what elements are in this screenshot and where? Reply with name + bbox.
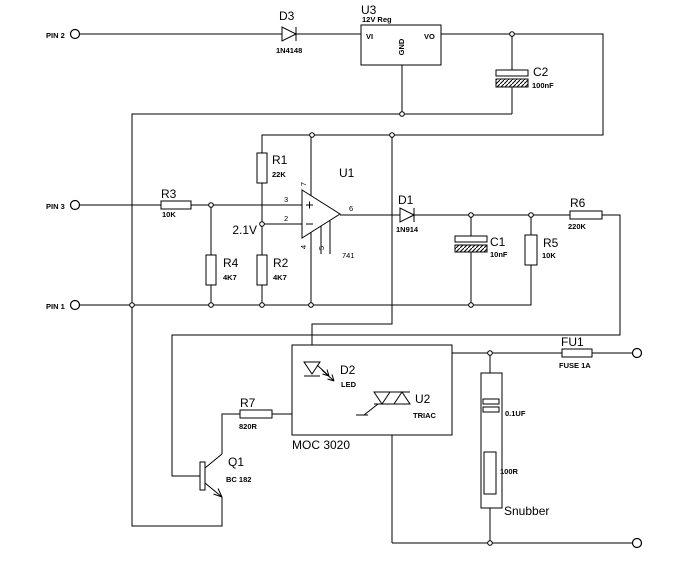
resistor-r5-symbol xyxy=(524,234,538,266)
r3-value: 10K xyxy=(162,210,176,219)
triac-u2-symbol xyxy=(356,391,411,416)
transistor-q1-symbol xyxy=(199,453,223,526)
u1-pin3: 3 xyxy=(284,195,288,204)
r5-value: 10K xyxy=(542,251,556,260)
r2-value: 4K7 xyxy=(273,273,287,282)
r4-ref: R4 xyxy=(223,256,239,270)
pin2-terminal xyxy=(69,28,81,40)
u1-pin5: 5 xyxy=(317,246,326,250)
u1-pin4: 4 xyxy=(299,245,308,249)
u1-pin7: 7 xyxy=(299,182,308,186)
c2-value: 100nF xyxy=(532,81,554,90)
snubber-res-value: 100R xyxy=(500,467,519,476)
net-ground xyxy=(79,65,532,527)
snubber-label: Snubber xyxy=(504,504,549,518)
opamp-u1-symbol xyxy=(301,189,341,254)
moc-box-label: MOC 3020 xyxy=(292,438,350,452)
pin3-terminal xyxy=(69,199,81,211)
r1-value: 22K xyxy=(272,170,286,179)
u3-pin-vo: VO xyxy=(424,32,435,41)
fuse-output-terminal xyxy=(631,347,643,359)
resistor-r2-symbol xyxy=(256,254,268,286)
r6-value: 220K xyxy=(568,222,587,231)
regulator-u3-symbol xyxy=(360,24,442,66)
r3-ref: R3 xyxy=(161,187,177,201)
resistor-r7-symbol xyxy=(239,409,273,419)
net-12v-rail xyxy=(261,33,604,255)
snubber-cap-value: 0.1UF xyxy=(505,409,526,418)
diode-d3-symbol xyxy=(281,26,298,42)
q1-ref: Q1 xyxy=(228,455,244,469)
pin1-terminal xyxy=(69,299,81,311)
d3-value: 1N4148 xyxy=(276,46,302,55)
snubber-network-symbol xyxy=(480,372,503,509)
bottom-output-terminal xyxy=(631,537,643,549)
c1-ref: C1 xyxy=(490,235,506,249)
d3-ref: D3 xyxy=(279,9,295,23)
u1-pin2: 2 xyxy=(284,214,288,223)
r5-ref: R5 xyxy=(543,236,559,250)
r6-ref: R6 xyxy=(570,196,586,210)
resistor-r6-symbol xyxy=(569,210,603,220)
r1-ref: R1 xyxy=(272,153,288,167)
c1-value: 10nF xyxy=(490,250,508,259)
fu1-ref: FU1 xyxy=(561,335,584,349)
fuse-fu1-symbol xyxy=(561,348,593,358)
capacitor-c2-symbol xyxy=(495,34,529,114)
d1-ref: D1 xyxy=(398,193,414,207)
u3-ref: U3 xyxy=(361,3,377,17)
resistor-r4-symbol xyxy=(205,254,217,286)
pin2-label: PIN 2 xyxy=(46,31,65,40)
pin3-label: PIN 3 xyxy=(46,202,65,211)
q1-value: BC 182 xyxy=(226,475,251,484)
c2-ref: C2 xyxy=(533,65,549,79)
u2-value: TRIAC xyxy=(413,411,436,420)
u3-pin-gnd: GND xyxy=(397,38,406,55)
net-opamp-output xyxy=(171,136,621,477)
pin1-label: PIN 1 xyxy=(46,302,65,311)
set-voltage-label: 2.1V xyxy=(232,223,257,237)
u1-pin6: 6 xyxy=(349,204,353,213)
junction-dots xyxy=(129,31,534,546)
resistor-r1-symbol xyxy=(256,152,268,184)
diode-d1-symbol xyxy=(399,207,416,223)
r4-value: 4K7 xyxy=(223,273,237,282)
u2-ref: U2 xyxy=(415,392,431,406)
optocoupler-box xyxy=(291,344,453,436)
u3-pin-vi: VI xyxy=(366,32,373,41)
capacitor-c1-symbol xyxy=(454,235,488,253)
r7-ref: R7 xyxy=(240,396,256,410)
r2-ref: R2 xyxy=(273,256,289,270)
r7-value: 820R xyxy=(239,422,258,431)
d2-ref: D2 xyxy=(340,363,356,377)
u3-value: 12V Reg xyxy=(362,15,392,24)
d1-value: 1N914 xyxy=(396,225,419,234)
terminal-circles xyxy=(69,28,643,549)
led-d2-symbol xyxy=(303,361,335,382)
u1-ref: U1 xyxy=(339,166,355,180)
resistor-r3-symbol xyxy=(160,200,192,210)
net-signal-input xyxy=(79,204,302,255)
fu1-value: FUSE 1A xyxy=(559,361,591,370)
d2-value: LED xyxy=(341,380,357,389)
u1-value: 741 xyxy=(342,251,355,260)
